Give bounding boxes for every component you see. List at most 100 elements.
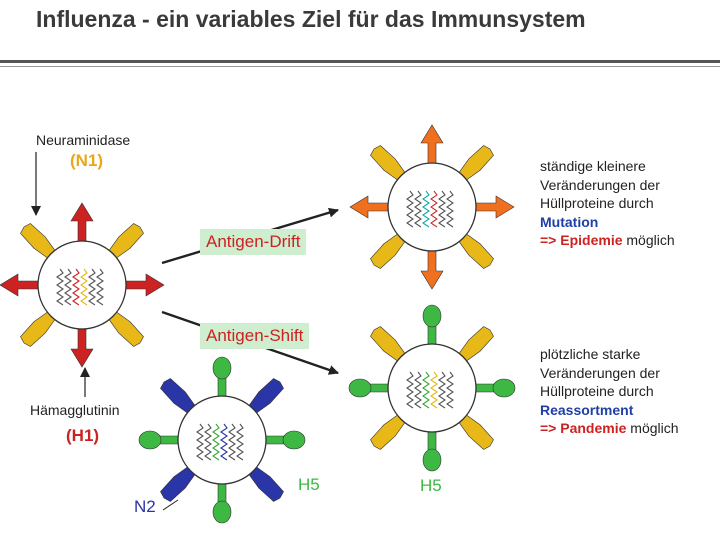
hemagglutinin-label: Hämagglutinin [30, 402, 120, 418]
shift-consequence-key: Pandemie [560, 420, 627, 436]
neuraminidase-spike [20, 223, 57, 260]
rna-segment [430, 371, 438, 409]
hemagglutinin-spike [349, 195, 391, 219]
hemagglutinin-h5-stalk [473, 383, 495, 393]
rna-segment [88, 268, 96, 306]
drift-consequence-key: Epidemie [560, 232, 623, 248]
h5-label-shift: H5 [420, 476, 442, 495]
drift-description: ständige kleinere Veränderungen der Hüll… [540, 157, 675, 250]
hemagglutinin-spike [420, 124, 444, 166]
neuraminidase-spike [20, 310, 57, 347]
drift-mechanism: Mutation [540, 213, 599, 230]
rna-segment [414, 371, 422, 409]
hemagglutinin-h5-stalk [217, 377, 227, 399]
n2-pointer-line [162, 499, 179, 511]
shift-mechanism: Reassortment [540, 401, 634, 418]
neuraminidase-spike [247, 378, 284, 415]
h1-label: (H1) [66, 426, 100, 445]
rna-segment [204, 423, 212, 461]
rna-segment [430, 190, 438, 228]
hemagglutinin-spike [0, 273, 41, 297]
neuraminidase-spike [457, 232, 494, 269]
hemagglutinin-spike [420, 248, 444, 290]
hemagglutinin-h5-stalk [427, 429, 437, 451]
rna-segment [422, 371, 430, 409]
title-rule [0, 60, 720, 63]
drift-consequence: => Epidemie möglich [540, 231, 675, 250]
shift-description: plötzliche starke Veränderungen der Hüll… [540, 345, 679, 438]
rna-segment [220, 423, 228, 461]
rna-segment [236, 423, 244, 461]
drift-line-1: ständige kleinere [540, 158, 646, 174]
virus-drift [349, 124, 515, 290]
hemagglutinin-h5-head [492, 378, 516, 398]
neuraminidase-label: Neuraminidase [36, 132, 131, 148]
antigen-shift-box: Antigen-Shift [200, 323, 310, 349]
title-rule-thin [0, 66, 720, 67]
neuraminidase-spike [247, 465, 284, 502]
n1-label: (N1) [70, 151, 104, 170]
neuraminidase-spike [107, 310, 144, 347]
rna-segment [446, 190, 454, 228]
hemagglutinin-h5-head [422, 304, 442, 328]
rna-segment [96, 268, 104, 306]
antigen-drift-box: Antigen-Drift [200, 229, 307, 255]
hemagglutinin-h5-head [282, 430, 306, 450]
rna-segment [438, 190, 446, 228]
rna-segment [438, 371, 446, 409]
rna-segment [72, 268, 80, 306]
hemagglutinin-h5-stalk [263, 435, 285, 445]
hemagglutinin-h5-head [212, 356, 232, 380]
hemagglutinin-h5-head [422, 448, 442, 472]
hemagglutinin-h5-stalk [369, 383, 391, 393]
hemagglutinin-spike [70, 326, 94, 368]
virus-envelope [387, 343, 477, 433]
hemagglutinin-h5-head [138, 430, 162, 450]
hemagglutinin-spike [473, 195, 515, 219]
rna-segment [212, 423, 220, 461]
hemagglutinin-h5-stalk [159, 435, 181, 445]
neuraminidase-spike [457, 413, 494, 450]
hemagglutinin-h5-head [212, 500, 232, 524]
page-title: Influenza - ein variables Ziel für das I… [36, 6, 586, 32]
neuraminidase-spike [370, 232, 407, 269]
shift-consequence-suffix: möglich [626, 420, 679, 436]
hemagglutinin-spike [70, 202, 94, 244]
shift-consequence: => Pandemie möglich [540, 419, 679, 438]
neuraminidase-spike [370, 413, 407, 450]
drift-arrow-prefix: => [540, 232, 561, 248]
neuraminidase-spike [107, 223, 144, 260]
rna-segment [228, 423, 236, 461]
drift-consequence-suffix: möglich [622, 232, 675, 248]
neuraminidase-spike [160, 378, 197, 415]
rna-segment [56, 268, 64, 306]
hemagglutinin-h5-head [348, 378, 372, 398]
virus-envelope [37, 240, 127, 330]
rna-segment [406, 371, 414, 409]
neuraminidase-spike [160, 465, 197, 502]
neuraminidase-spike [370, 145, 407, 182]
hemagglutinin-h5-stalk [427, 325, 437, 347]
rna-segment [406, 190, 414, 228]
virus-shift [348, 304, 516, 472]
shift-line-1: plötzliche starke [540, 346, 641, 362]
shift-line-3: Hüllproteine durch [540, 383, 654, 399]
h5-label-avian: H5 [298, 475, 320, 494]
n2-label: N2 [134, 497, 156, 516]
rna-segment [196, 423, 204, 461]
virus-envelope [387, 162, 477, 252]
drift-line-3: Hüllproteine durch [540, 195, 654, 211]
rna-segment [414, 190, 422, 228]
virus-h1n1 [0, 202, 165, 368]
rna-segment [80, 268, 88, 306]
rna-segment [446, 371, 454, 409]
neuraminidase-spike [457, 326, 494, 363]
drift-line-2: Veränderungen der [540, 176, 660, 193]
hemagglutinin-spike [123, 273, 165, 297]
virus-h5n2 [138, 356, 306, 524]
rna-segment [422, 190, 430, 228]
virus-envelope [177, 395, 267, 485]
shift-arrow-prefix: => [540, 420, 561, 436]
shift-line-2: Veränderungen der [540, 364, 660, 381]
